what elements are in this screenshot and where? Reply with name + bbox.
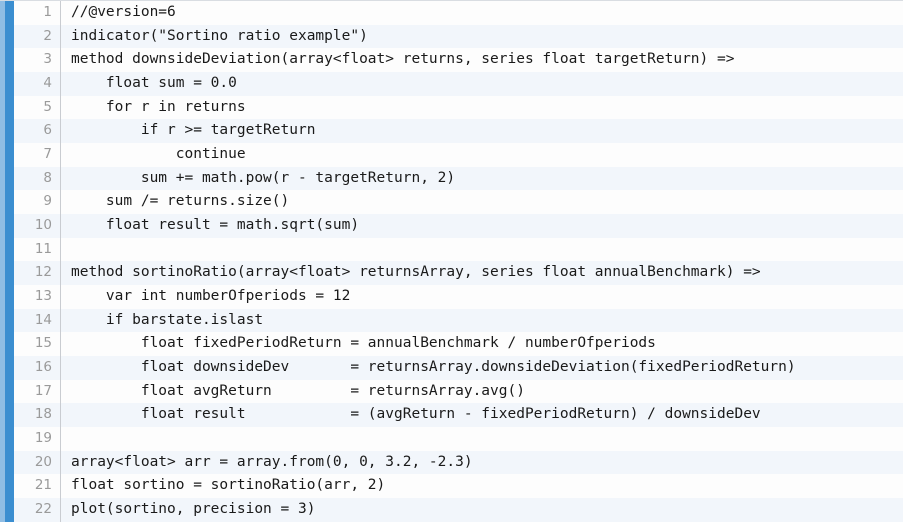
line-number: 21 xyxy=(34,477,52,494)
code-line-text[interactable]: for r in returns xyxy=(71,98,246,115)
code-line-row[interactable]: 8 sum += math.pow(r - targetReturn, 2) xyxy=(14,166,903,191)
line-number: 3 xyxy=(43,51,52,68)
code-line-row[interactable]: 17 float avgReturn = returnsArray.avg() xyxy=(14,379,903,404)
code-line-text[interactable]: if barstate.islast xyxy=(71,311,264,328)
line-number: 4 xyxy=(43,75,52,92)
code-line-text[interactable]: sum /= returns.size() xyxy=(71,193,290,210)
code-line-text[interactable]: float fixedPeriodReturn = annualBenchmar… xyxy=(71,335,656,352)
code-line-row[interactable]: 1 //@version=6 xyxy=(14,1,903,25)
code-line-text[interactable]: array<float> arr = array.from(0, 0, 3.2,… xyxy=(71,453,473,470)
code-line-text[interactable]: indicator("Sortino ratio example") xyxy=(71,27,368,44)
line-number: 20 xyxy=(34,453,52,470)
line-number: 17 xyxy=(34,382,52,399)
code-line-row[interactable]: 14 if barstate.islast xyxy=(14,308,903,333)
code-line-row[interactable]: 18 float result = (avgReturn - fixedPeri… xyxy=(14,403,903,428)
code-line-text[interactable]: sum += math.pow(r - targetReturn, 2) xyxy=(71,169,456,186)
code-line-text[interactable]: plot(sortino, precision = 3) xyxy=(71,501,316,518)
code-line-row[interactable]: 21 float sortino = sortinoRatio(arr, 2) xyxy=(14,474,903,499)
code-line-row[interactable]: 6 if r >= targetReturn xyxy=(14,119,903,144)
line-number: 18 xyxy=(34,406,52,423)
line-number: 2 xyxy=(43,27,52,44)
code-line-text[interactable]: method downsideDeviation(array<float> re… xyxy=(71,51,735,68)
code-line-row[interactable]: 19 xyxy=(14,427,903,451)
code-line-text[interactable]: float result = (avgReturn - fixedPeriodR… xyxy=(71,406,761,423)
code-line-row[interactable]: 16 float downsideDev = returnsArray.down… xyxy=(14,356,903,380)
line-number: 9 xyxy=(43,193,52,210)
line-number: 7 xyxy=(43,146,52,163)
code-line-text[interactable]: continue xyxy=(71,146,246,163)
code-line-row[interactable]: 2 indicator("Sortino ratio example") xyxy=(14,24,903,49)
code-line-row[interactable]: 10 float result = math.sqrt(sum) xyxy=(14,214,903,238)
line-number: 12 xyxy=(34,264,52,281)
line-number: 22 xyxy=(34,501,52,518)
code-line-row[interactable]: 15 float fixedPeriodReturn = annualBench… xyxy=(14,332,903,357)
line-number: 15 xyxy=(34,335,52,352)
code-line-row[interactable]: 7 continue xyxy=(14,143,903,167)
code-line-text[interactable]: float downsideDev = returnsArray.downsid… xyxy=(71,359,796,376)
line-number: 5 xyxy=(43,98,52,115)
code-line-text[interactable]: float sortino = sortinoRatio(arr, 2) xyxy=(71,477,386,494)
line-number: 19 xyxy=(34,430,52,447)
code-line-text[interactable]: //@version=6 xyxy=(71,4,176,20)
code-line-text[interactable]: if r >= targetReturn xyxy=(71,122,316,139)
code-line-row[interactable]: 13 var int numberOfperiods = 12 xyxy=(14,285,903,309)
code-line-row[interactable]: 4 float sum = 0.0 xyxy=(14,72,903,96)
code-line-row[interactable]: 22 plot(sortino, precision = 3) xyxy=(14,498,903,522)
code-line-row[interactable]: 3 method downsideDeviation(array<float> r… xyxy=(14,48,903,73)
code-line-text[interactable]: var int numberOfperiods = 12 xyxy=(71,288,351,305)
line-number: 10 xyxy=(34,217,52,234)
code-line-row[interactable]: 11 xyxy=(14,237,903,262)
editor-accent-bar-outer xyxy=(0,1,5,522)
code-line-text[interactable]: float result = math.sqrt(sum) xyxy=(71,217,360,234)
line-number: 1 xyxy=(43,4,52,20)
line-number: 6 xyxy=(43,122,52,139)
line-number: 11 xyxy=(34,240,52,257)
code-line-row[interactable]: 20 array<float> arr = array.from(0, 0, 3.… xyxy=(14,450,903,475)
code-line-text[interactable]: method sortinoRatio(array<float> returns… xyxy=(71,264,761,281)
line-number: 8 xyxy=(43,169,52,186)
code-line-row[interactable]: 12 method sortinoRatio(array<float> retur… xyxy=(14,261,903,286)
gutter-separator xyxy=(60,1,61,522)
code-line-text[interactable]: float sum = 0.0 xyxy=(71,75,237,92)
code-line-row[interactable]: 9 sum /= returns.size() xyxy=(14,190,903,215)
code-line-list[interactable]: 1 //@version=6 2 indicator("Sortino ratio e… xyxy=(14,1,903,522)
code-line-row[interactable]: 5 for r in returns xyxy=(14,95,903,120)
line-number: 13 xyxy=(34,288,52,305)
line-number: 16 xyxy=(34,359,52,376)
code-line-text[interactable]: float avgReturn = returnsArray.avg() xyxy=(71,382,525,399)
editor-accent-bar-inner xyxy=(5,1,14,522)
line-number: 14 xyxy=(34,311,52,328)
